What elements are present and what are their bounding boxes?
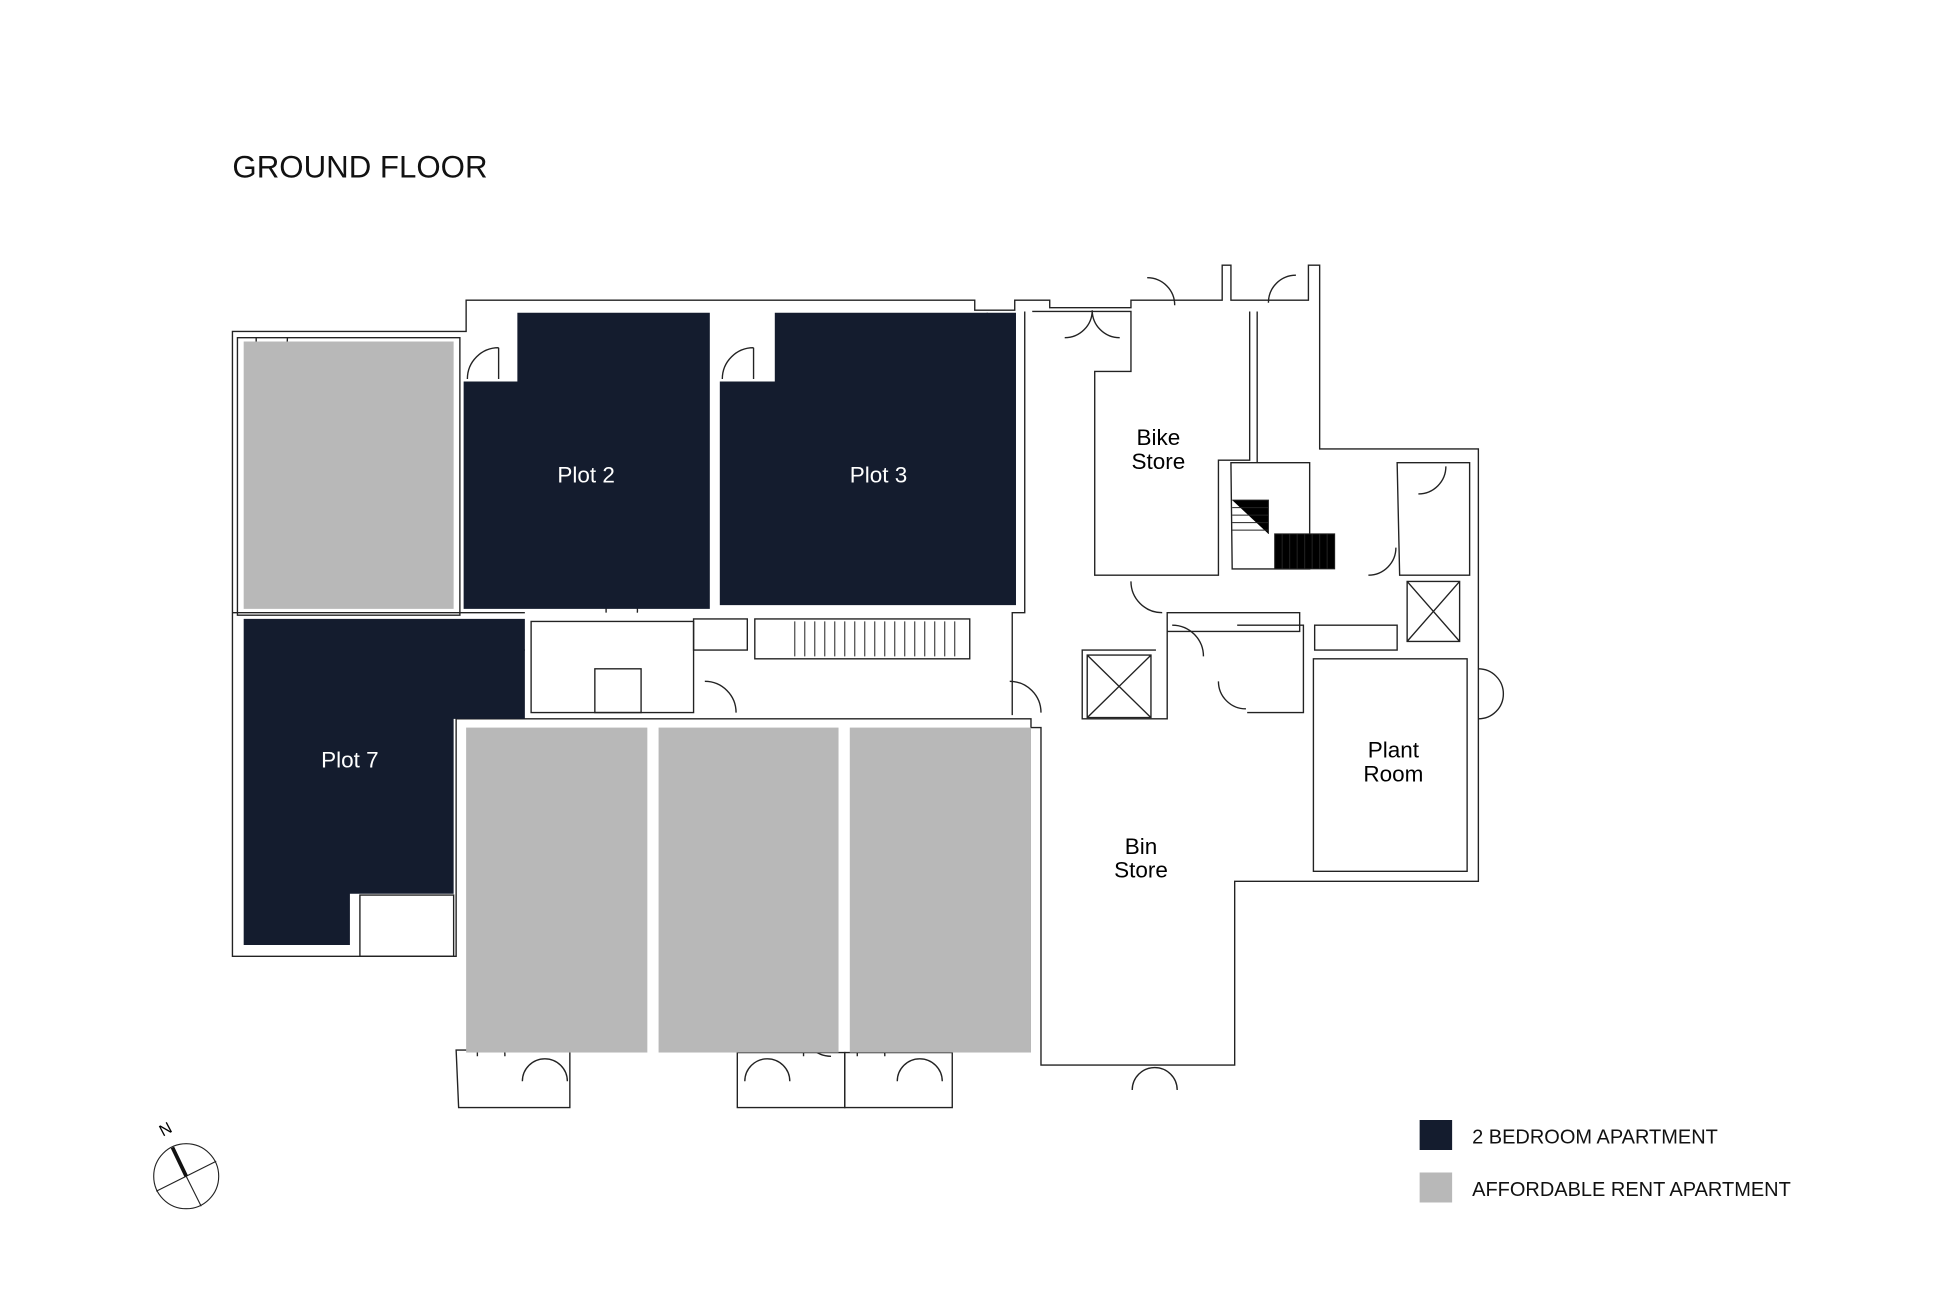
bin-store-label-2: Store bbox=[1114, 858, 1168, 883]
bike-store-label-2: Store bbox=[1132, 449, 1186, 474]
affordable-unit-1[interactable] bbox=[466, 727, 648, 1053]
affordable-unit-3[interactable] bbox=[849, 727, 1031, 1053]
plot-3-label: Plot 3 bbox=[850, 463, 908, 488]
legend-label-affordable: AFFORDABLE RENT APARTMENT bbox=[1472, 1179, 1791, 1201]
legend-swatch-affordable bbox=[1419, 1172, 1453, 1203]
legend: 2 BEDROOM APARTMENT AFFORDABLE RENT APAR… bbox=[1419, 1120, 1791, 1203]
plot-7-label: Plot 7 bbox=[321, 748, 379, 773]
walls bbox=[231, 264, 1480, 1109]
plot-3-unit[interactable] bbox=[719, 312, 1016, 606]
affordable-unit-top-left[interactable] bbox=[243, 341, 454, 609]
floor-title: GROUND FLOOR bbox=[232, 150, 487, 185]
affordable-unit-2[interactable] bbox=[658, 727, 839, 1053]
plot-7-unit[interactable] bbox=[243, 618, 525, 946]
plant-room-label: Plant bbox=[1368, 738, 1420, 763]
legend-swatch-2-bedroom bbox=[1419, 1120, 1453, 1150]
legend-label-2-bedroom: 2 BEDROOM APARTMENT bbox=[1472, 1127, 1718, 1149]
plot-2-label: Plot 2 bbox=[557, 463, 615, 488]
compass-north-label: N bbox=[156, 1119, 175, 1140]
bin-store-label: Bin bbox=[1125, 834, 1158, 859]
plot-2-unit[interactable] bbox=[463, 312, 710, 609]
plant-room-label-2: Room bbox=[1363, 761, 1423, 786]
north-compass-icon: N bbox=[153, 1119, 220, 1210]
bike-store-label: Bike bbox=[1137, 425, 1181, 450]
